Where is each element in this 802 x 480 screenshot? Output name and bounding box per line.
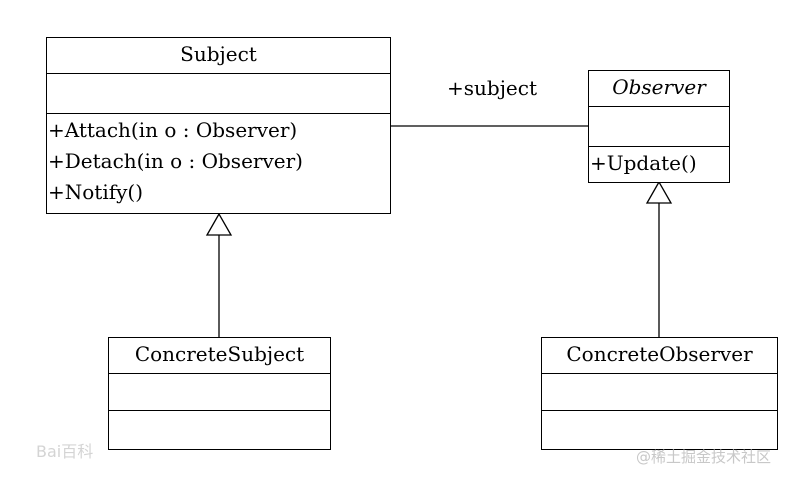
subject-generalization-arrowhead bbox=[205, 212, 233, 236]
observer-generalization-arrowhead bbox=[645, 180, 673, 204]
concrete-subject-operations bbox=[109, 410, 330, 448]
concrete-observer-class: ConcreteObserver bbox=[541, 337, 778, 450]
subject-class: Subject +Attach(in o : Observer) +Detach… bbox=[46, 37, 391, 214]
subject-class-name: Subject bbox=[180, 42, 257, 66]
concrete-observer-class-name: ConcreteObserver bbox=[566, 342, 753, 366]
observer-attributes bbox=[589, 106, 729, 146]
subject-attributes bbox=[47, 73, 390, 113]
concrete-observer-operations bbox=[542, 410, 777, 448]
watermark-right: @稀土掘金技术社区 bbox=[636, 448, 772, 466]
concrete-subject-class-name: ConcreteSubject bbox=[134, 342, 305, 366]
subject-operation-notify: +Notify() bbox=[48, 180, 144, 204]
association-label: +subject bbox=[447, 76, 537, 100]
observer-operation-update: +Update() bbox=[590, 151, 697, 175]
subject-operation-detach: +Detach(in o : Observer) bbox=[48, 149, 303, 173]
observer-operations: +Update() bbox=[589, 146, 729, 179]
concrete-subject-attributes bbox=[109, 373, 330, 410]
observer-class: Observer +Update() bbox=[588, 70, 730, 183]
observer-class-name: Observer bbox=[612, 75, 706, 99]
subject-operations: +Attach(in o : Observer) +Detach(in o : … bbox=[47, 113, 390, 208]
concrete-observer-attributes bbox=[542, 373, 777, 410]
concrete-subject-class: ConcreteSubject bbox=[108, 337, 331, 450]
watermark-left: Bai百科 bbox=[36, 442, 94, 461]
subject-operation-attach: +Attach(in o : Observer) bbox=[48, 118, 298, 142]
